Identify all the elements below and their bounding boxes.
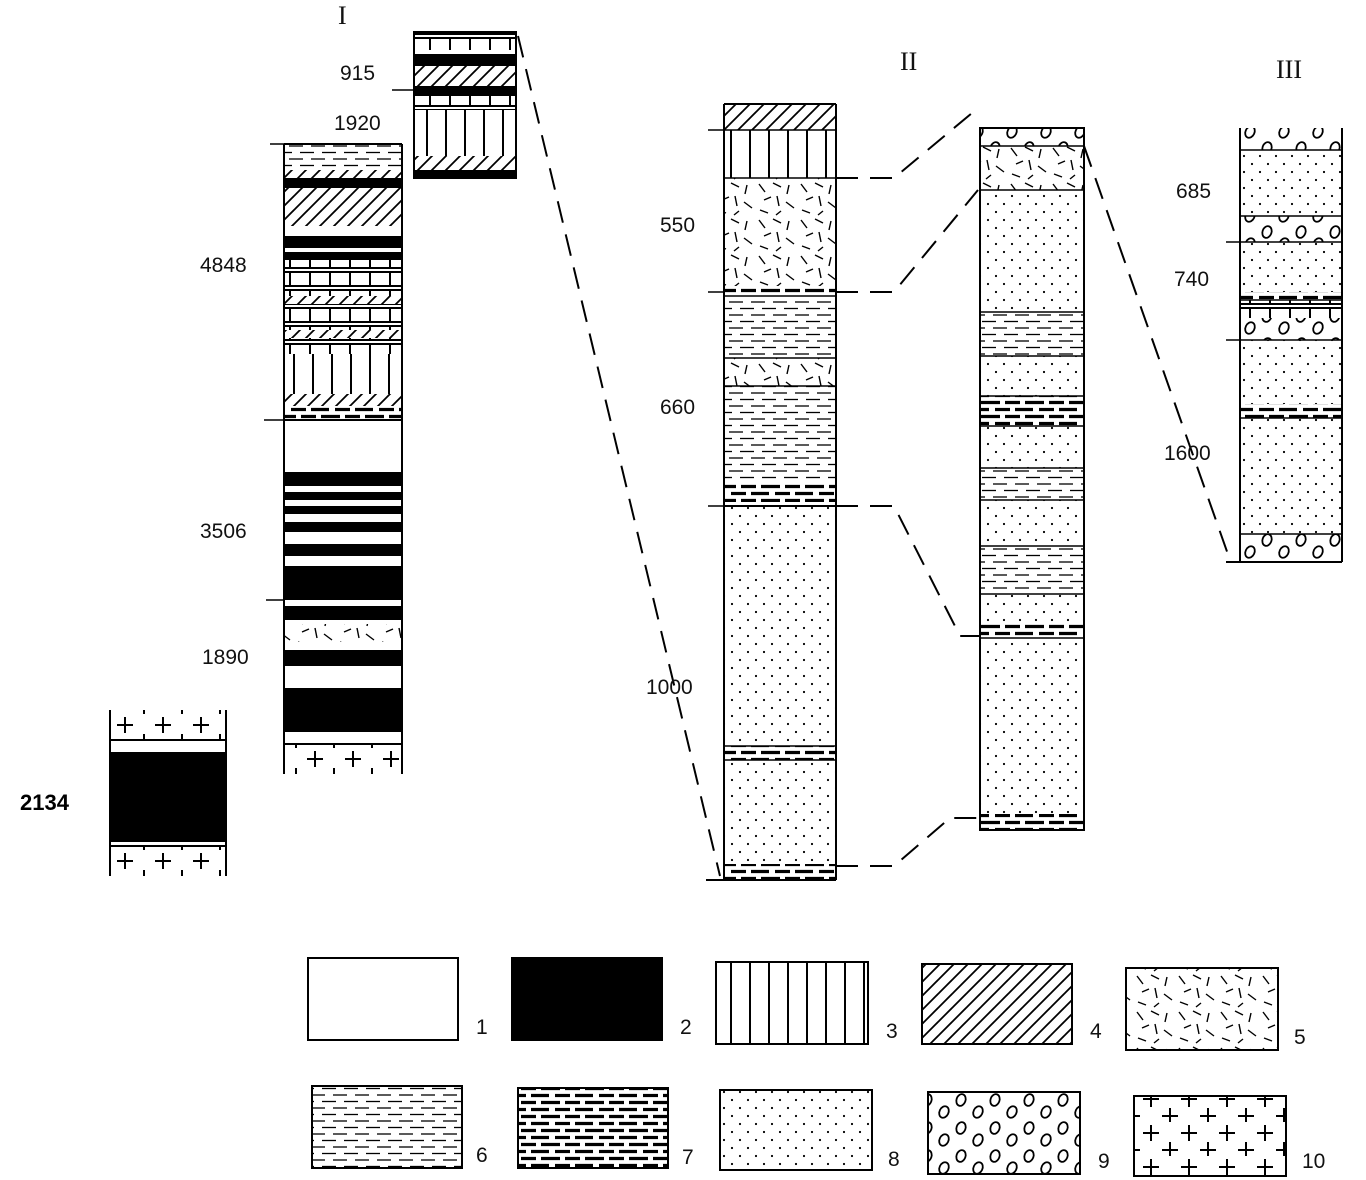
legend: 1 2 3 4 5 6 7 8 — [307, 957, 1325, 1177]
column-i-main — [264, 143, 403, 774]
thickness-label: 4848 — [200, 254, 247, 277]
legend-number: 1 — [476, 1016, 488, 1039]
legend-item-4: 4 — [921, 963, 1102, 1045]
legend-item-3: 3 — [715, 961, 898, 1045]
thickness-label: 660 — [660, 396, 695, 419]
legend-item-2: 2 — [511, 957, 692, 1041]
legend-number: 5 — [1294, 1026, 1306, 1049]
legend-number: 4 — [1090, 1020, 1102, 1043]
basement-section — [109, 710, 227, 876]
legend-item-10: 10 — [1133, 1095, 1325, 1177]
column-iii — [1226, 128, 1343, 563]
legend-number: 8 — [888, 1148, 900, 1171]
thickness-label: 740 — [1174, 268, 1209, 291]
thickness-label: 1890 — [202, 646, 249, 669]
correlation-lines — [517, 35, 1231, 877]
column-ii-right — [979, 127, 1085, 831]
legend-number: 3 — [886, 1020, 898, 1043]
thickness-label: 685 — [1176, 180, 1211, 203]
legend-number: 7 — [682, 1146, 694, 1169]
legend-item-6: 6 — [311, 1085, 488, 1169]
thickness-label: 2134 — [20, 790, 70, 815]
column-label-ii: II — [900, 47, 917, 76]
legend-number: 9 — [1098, 1150, 1110, 1173]
thickness-label: 1000 — [646, 676, 693, 699]
column-ii-left — [706, 103, 837, 881]
legend-number: 2 — [680, 1016, 692, 1039]
legend-item-1: 1 — [307, 957, 488, 1041]
legend-item-9: 9 — [927, 1091, 1110, 1175]
column-label-iii: III — [1276, 55, 1302, 84]
thickness-label: 1600 — [1164, 442, 1211, 465]
column-i-upper — [392, 31, 517, 179]
legend-number: 6 — [476, 1144, 488, 1167]
thickness-label: 550 — [660, 214, 695, 237]
legend-item-7: 7 — [517, 1087, 694, 1169]
legend-item-5: 5 — [1125, 967, 1306, 1051]
thickness-label: 3506 — [200, 520, 247, 543]
thickness-label: 915 — [340, 62, 375, 85]
thickness-label: 1920 — [334, 112, 381, 135]
column-label-i: I — [338, 1, 347, 30]
legend-item-8: 8 — [719, 1089, 900, 1171]
legend-number: 10 — [1302, 1150, 1325, 1173]
